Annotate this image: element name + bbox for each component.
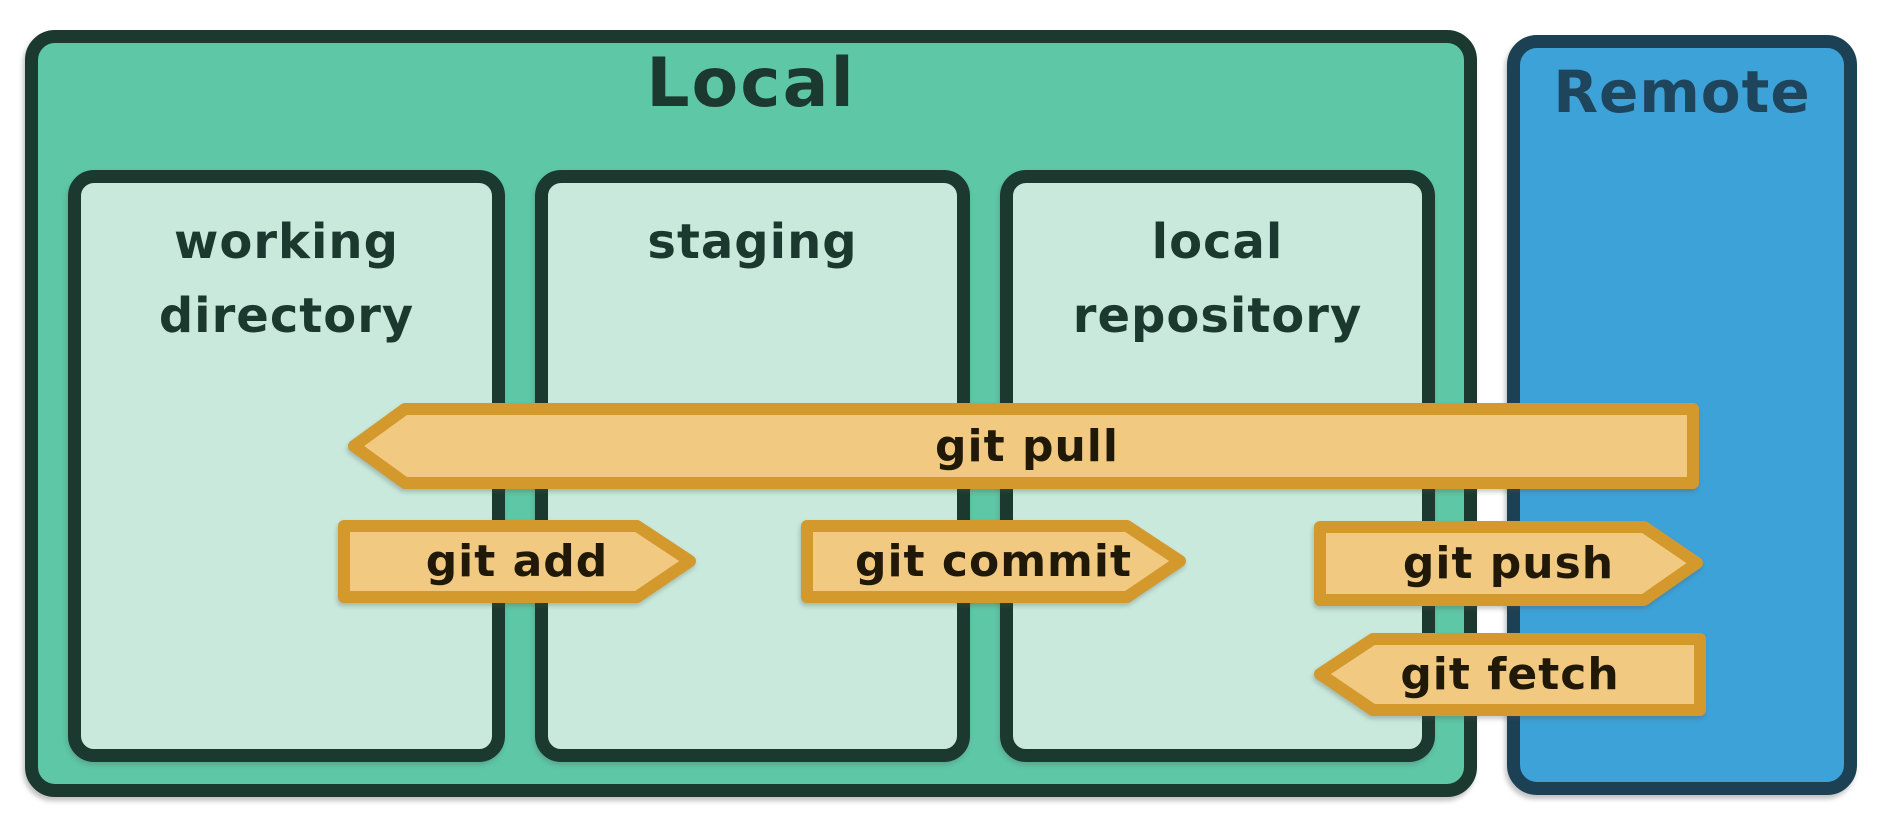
git-pull-arrow: git pull bbox=[347, 402, 1707, 490]
local-title: Local bbox=[646, 44, 856, 123]
left-arrow-icon bbox=[348, 403, 1699, 489]
local-repository-label-line1: local bbox=[1151, 214, 1284, 270]
staging-label: staging bbox=[548, 205, 957, 279]
local-repository-label: local repository bbox=[1013, 205, 1422, 354]
right-arrow-icon bbox=[1314, 521, 1703, 606]
remote-title: Remote bbox=[1553, 58, 1811, 126]
right-arrow-icon bbox=[801, 520, 1186, 603]
left-arrow-icon bbox=[1314, 633, 1706, 716]
working-directory-label: working directory bbox=[81, 205, 492, 354]
staging-label-line1: staging bbox=[647, 214, 858, 270]
git-add-arrow: git add bbox=[337, 519, 697, 604]
git-fetch-arrow: git fetch bbox=[1313, 632, 1707, 717]
git-commit-arrow: git commit bbox=[800, 519, 1187, 604]
working-directory-label-line1: working bbox=[174, 214, 399, 270]
right-arrow-icon bbox=[338, 520, 696, 603]
working-directory-label-line2: directory bbox=[158, 288, 415, 345]
git-push-arrow: git push bbox=[1313, 520, 1704, 607]
local-repository-label-line2: repository bbox=[1072, 288, 1363, 345]
